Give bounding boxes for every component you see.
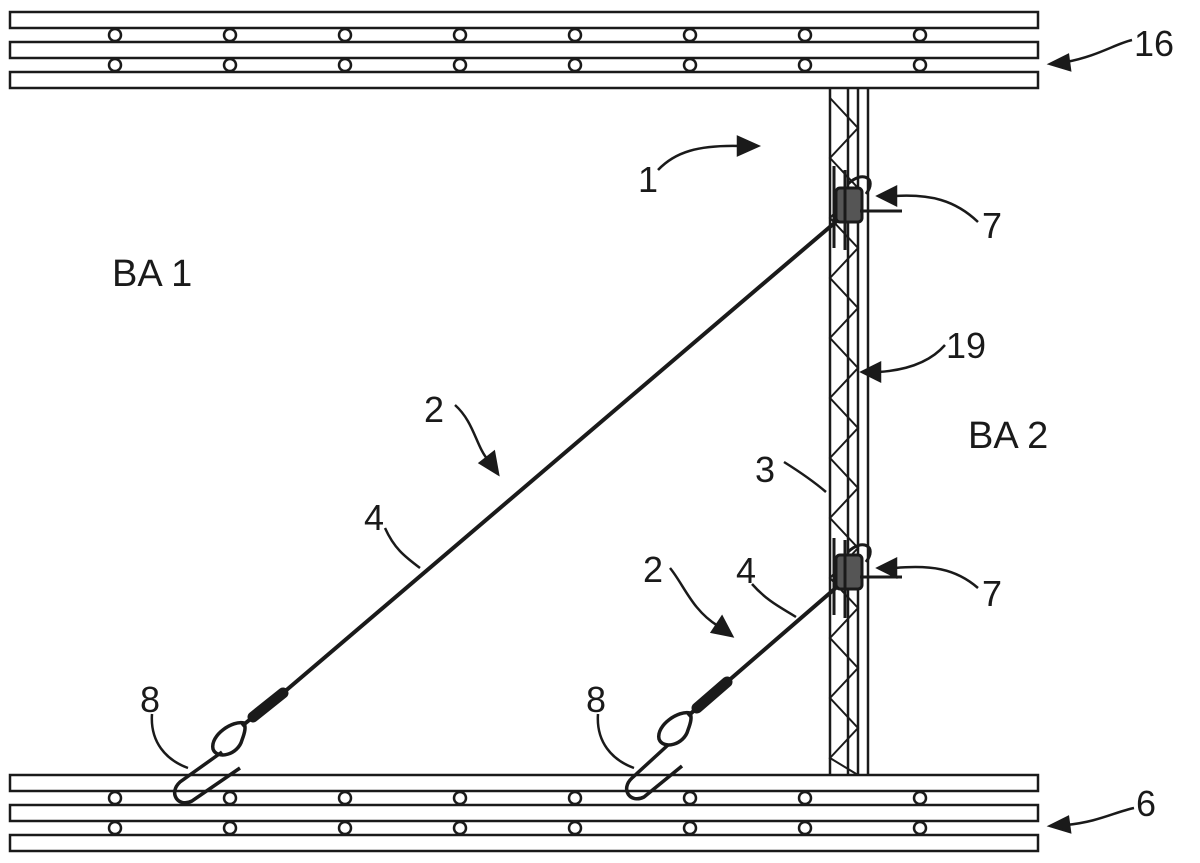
short-cable-sleeve — [691, 676, 733, 714]
leader-7-upper — [894, 194, 979, 223]
arrowhead-7-lower — [875, 556, 898, 580]
top-floor-rails — [8, 10, 1040, 90]
long-cable-eye — [211, 720, 247, 757]
top-rail-2 — [8, 40, 1040, 60]
leader-2-long — [454, 404, 489, 461]
leader-3 — [783, 460, 827, 493]
leader-16 — [1065, 38, 1133, 64]
top-rail-3 — [8, 70, 1040, 90]
short-cable-assembly — [625, 584, 840, 801]
bottom-rail-3 — [8, 833, 1040, 853]
reference-8-left: 8 — [140, 679, 160, 720]
arrowhead-7-upper — [875, 184, 898, 208]
bottom-rail-rollers — [107, 790, 928, 836]
leader-8-left — [150, 713, 189, 770]
leader-4-short — [751, 583, 797, 619]
reference-8-right: 8 — [586, 679, 606, 720]
arrowhead-16 — [1046, 53, 1072, 72]
bottom-rail-2 — [8, 803, 1040, 823]
arrowhead-1 — [736, 135, 762, 157]
zone-label-ba2: BA 2 — [968, 415, 1048, 457]
lower-clamp — [832, 538, 902, 618]
reference-6: 6 — [1136, 783, 1156, 824]
reference-4-long: 4 — [364, 497, 384, 538]
reference-7-upper: 7 — [982, 205, 1002, 246]
reference-2-long: 2 — [424, 389, 444, 430]
arrowhead-2-short — [709, 614, 735, 638]
leader-19 — [877, 344, 946, 374]
reference-16: 16 — [1134, 23, 1174, 64]
short-cable — [725, 584, 840, 684]
reference-3: 3 — [755, 449, 775, 490]
long-cable-hook — [173, 750, 241, 805]
arrowhead-2-long — [477, 449, 500, 477]
short-cable-hook — [625, 743, 684, 801]
reference-4-short: 4 — [736, 550, 756, 591]
bottom-rail-1 — [8, 773, 1040, 793]
long-cable-sleeve — [247, 687, 289, 723]
reference-19: 19 — [946, 325, 986, 366]
reference-7-lower: 7 — [982, 573, 1002, 614]
bottom-floor-rails — [8, 773, 1040, 853]
leader-8-right — [596, 713, 635, 770]
top-rail-rollers — [107, 27, 928, 73]
arrowhead-6 — [1046, 815, 1072, 834]
leader-1 — [657, 144, 741, 171]
reference-1: 1 — [638, 159, 658, 200]
long-cable-assembly — [173, 218, 840, 805]
leader-2-short — [669, 567, 719, 628]
zone-label-ba1: BA 1 — [112, 253, 192, 295]
long-cable — [281, 218, 840, 695]
leader-7-lower — [894, 565, 979, 589]
arrowhead-19 — [859, 360, 882, 384]
leader-4-long — [383, 527, 421, 569]
short-cable-eye — [657, 710, 693, 747]
top-rail-1 — [8, 10, 1040, 30]
reference-2-short: 2 — [643, 549, 663, 590]
upper-clamp — [832, 166, 902, 250]
leader-lines — [150, 38, 1135, 834]
leader-6 — [1065, 806, 1135, 827]
